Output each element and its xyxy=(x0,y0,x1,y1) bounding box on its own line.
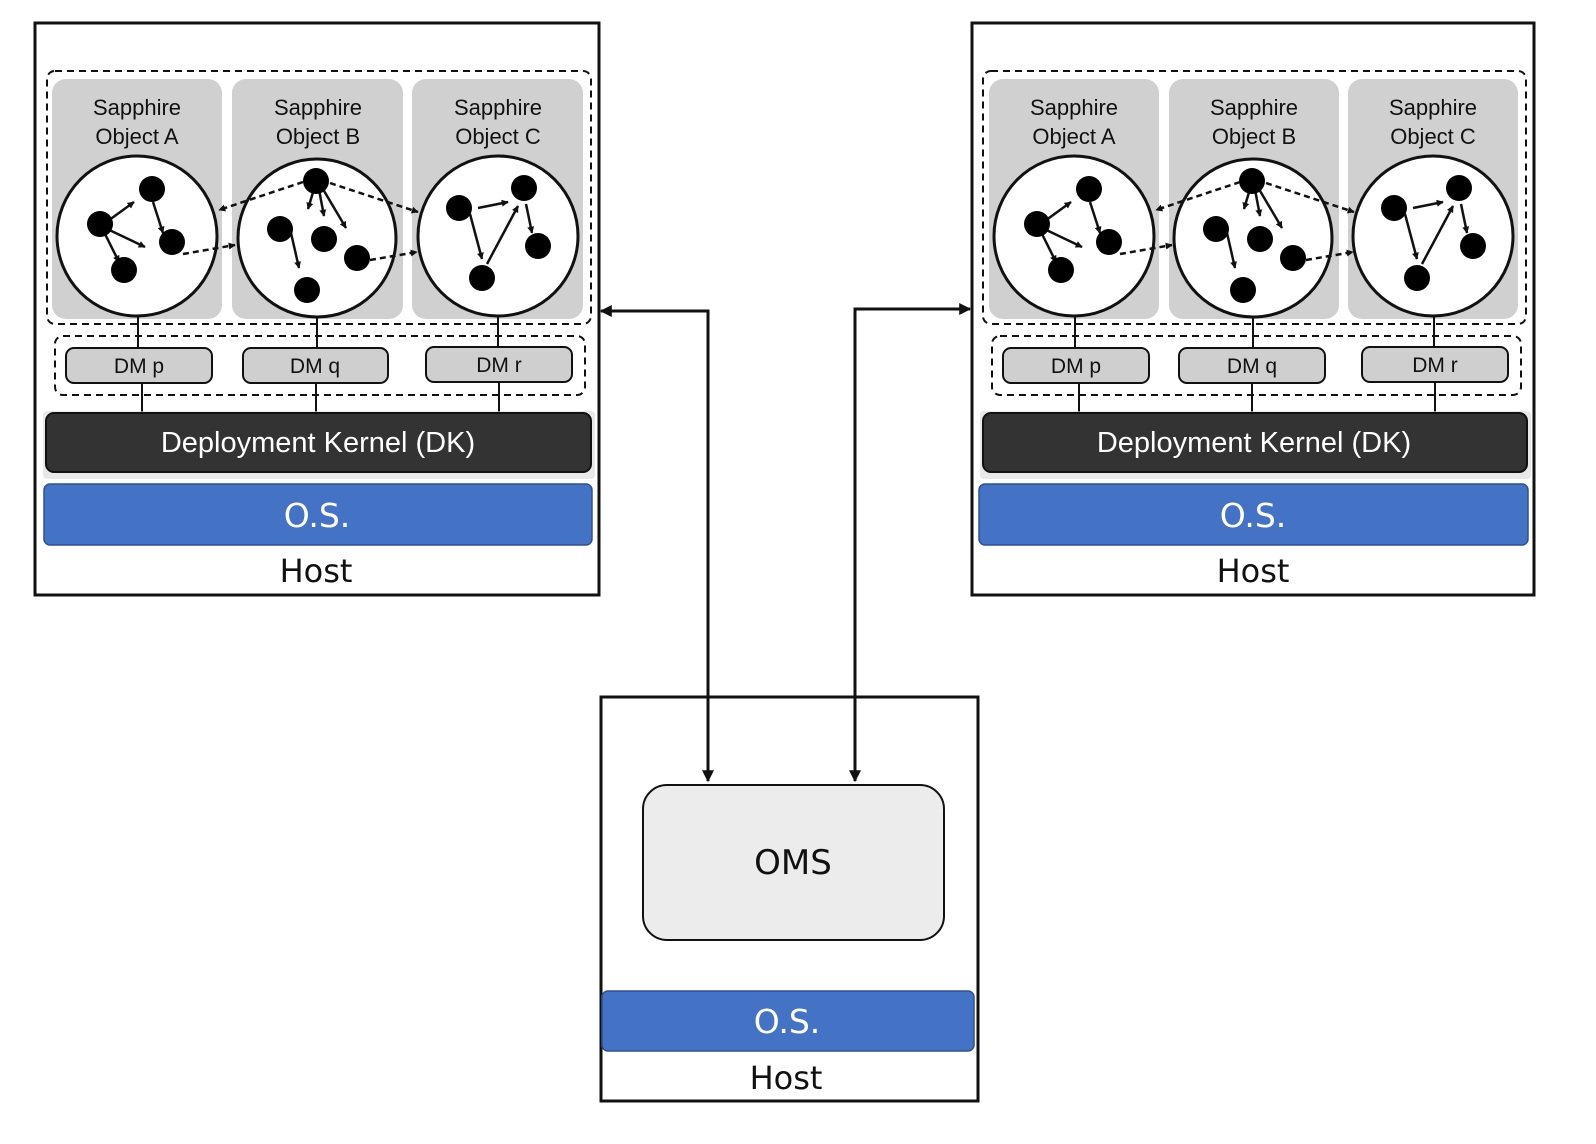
dashed-arrow xyxy=(1119,242,1173,256)
dm-label: DM r xyxy=(1412,354,1458,377)
object-label-line2: Object A xyxy=(1032,124,1115,149)
dm-box-q: DM q xyxy=(1178,347,1326,384)
object-label-line1: Sapphire xyxy=(274,95,362,120)
dk-label: Deployment Kernel (DK) xyxy=(1097,427,1411,459)
objects-group-border xyxy=(46,70,592,325)
object-label-line2: Object C xyxy=(455,124,541,149)
oms-label: OMS xyxy=(754,843,832,883)
host-right: Sapphire Object A Sapphire Object B Sapp… xyxy=(970,21,1536,597)
object-label-line2: Object B xyxy=(1212,124,1296,149)
deployment-kernel-bar: Deployment Kernel (DK) xyxy=(982,412,1528,473)
dm-label: DM p xyxy=(1051,355,1101,378)
sapphire-object-c: Sapphire Object C xyxy=(1348,79,1518,319)
dm-box-p: DM p xyxy=(65,347,213,384)
dashed-arrow xyxy=(1155,180,1241,212)
object-circle xyxy=(416,154,580,318)
deployment-kernel-bar: Deployment Kernel (DK) xyxy=(45,412,592,473)
dashed-arrow xyxy=(1305,249,1354,262)
connector-right-host-oms xyxy=(849,303,972,783)
dm-group-border xyxy=(54,335,586,396)
dashed-arrow xyxy=(329,181,419,214)
os-label: O.S. xyxy=(1220,496,1287,535)
object-label-line2: Object A xyxy=(95,124,178,149)
object-label-line1: Sapphire xyxy=(1210,95,1298,120)
sapphire-object-c: Sapphire Object C xyxy=(412,79,583,319)
dm-box-p: DM p xyxy=(1002,347,1150,384)
os-label: O.S. xyxy=(754,1002,821,1041)
object-label-line2: Object B xyxy=(276,124,360,149)
object-circle xyxy=(992,154,1156,318)
object-label-line1: Sapphire xyxy=(454,95,542,120)
object-label-line1: Sapphire xyxy=(1389,95,1477,120)
object-label-line1: Sapphire xyxy=(1030,95,1118,120)
host-label: Host xyxy=(1217,552,1290,590)
os-bar: O.S. xyxy=(601,990,975,1052)
sapphire-object-b: Sapphire Object B xyxy=(232,79,403,319)
object-label-line1: Sapphire xyxy=(93,95,181,120)
sapphire-object-a: Sapphire Object A xyxy=(52,79,222,319)
object-label-line2: Object C xyxy=(1390,124,1476,149)
dashed-arrow xyxy=(218,180,304,212)
dm-label: DM q xyxy=(1227,355,1277,378)
host-left: Sapphire Object A Sapphire Object B Sapp… xyxy=(33,21,601,597)
oms-box: OMS xyxy=(642,784,945,941)
dm-box-r: DM r xyxy=(1361,346,1509,383)
dm-label: DM p xyxy=(114,355,164,378)
dm-box-q: DM q xyxy=(242,347,389,384)
os-bar: O.S. xyxy=(978,483,1529,546)
object-circle xyxy=(1351,154,1515,318)
object-circle xyxy=(55,154,219,318)
dm-label: DM r xyxy=(476,354,522,377)
sapphire-object-b: Sapphire Object B xyxy=(1169,79,1339,319)
dashed-arrow xyxy=(369,249,418,262)
connector-left-host-oms xyxy=(599,305,714,783)
dashed-arrow xyxy=(182,242,236,256)
host-label: Host xyxy=(750,1059,823,1097)
host-label: Host xyxy=(280,552,353,590)
dashed-arrow xyxy=(1265,181,1355,214)
host-oms: OMS O.S. Host xyxy=(599,695,980,1103)
os-label: O.S. xyxy=(284,496,351,535)
os-bar: O.S. xyxy=(43,483,593,546)
objects-group-border xyxy=(982,70,1527,325)
dk-label: Deployment Kernel (DK) xyxy=(161,427,475,459)
dm-label: DM q xyxy=(290,355,340,378)
sapphire-object-a: Sapphire Object A xyxy=(989,79,1159,319)
dm-box-r: DM r xyxy=(425,346,573,383)
dm-group-border xyxy=(991,335,1522,396)
